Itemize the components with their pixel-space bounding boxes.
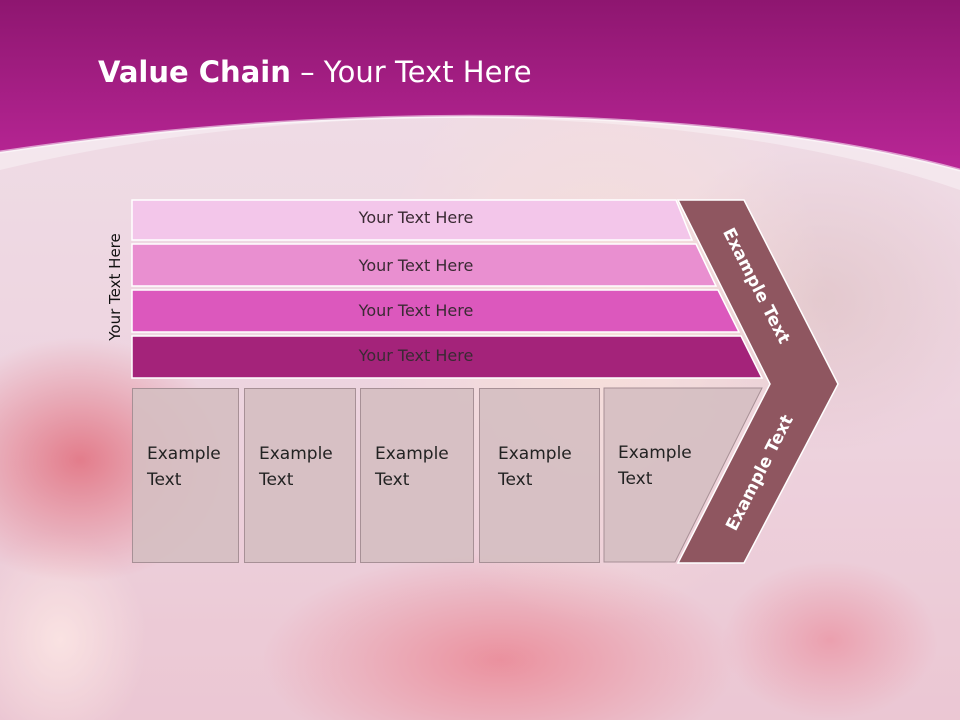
- box-3-line2: Text: [375, 470, 410, 490]
- title-bold: Value Chain: [98, 55, 291, 89]
- band-3: [131, 289, 741, 333]
- box-4-line1: Example: [498, 444, 572, 464]
- box-5-shape: [603, 387, 763, 563]
- box-1-line2: Text: [147, 470, 182, 490]
- box-3-line1: Example: [375, 444, 449, 464]
- band-1-label: Your Text Here: [358, 208, 474, 227]
- band-4: [131, 335, 764, 379]
- band-2: [131, 243, 718, 287]
- band-4-label: Your Text Here: [358, 346, 474, 365]
- band-2-label: Your Text Here: [358, 256, 474, 275]
- title-rest: – Your Text Here: [290, 55, 532, 89]
- box-4-line2: Text: [498, 470, 533, 490]
- box-2-line2: Text: [259, 470, 294, 490]
- page-title: Value Chain – Your Text Here: [98, 55, 532, 89]
- box-1-line1: Example: [147, 444, 221, 464]
- box-5-line1: Example: [618, 443, 692, 463]
- box-5-line2: Text: [618, 469, 653, 489]
- band-1: [131, 199, 694, 241]
- header-banner: Value Chain – Your Text Here: [0, 0, 960, 190]
- chevron-arrow: [676, 199, 839, 564]
- band-3-label: Your Text Here: [358, 301, 474, 320]
- box-2-line1: Example: [259, 444, 333, 464]
